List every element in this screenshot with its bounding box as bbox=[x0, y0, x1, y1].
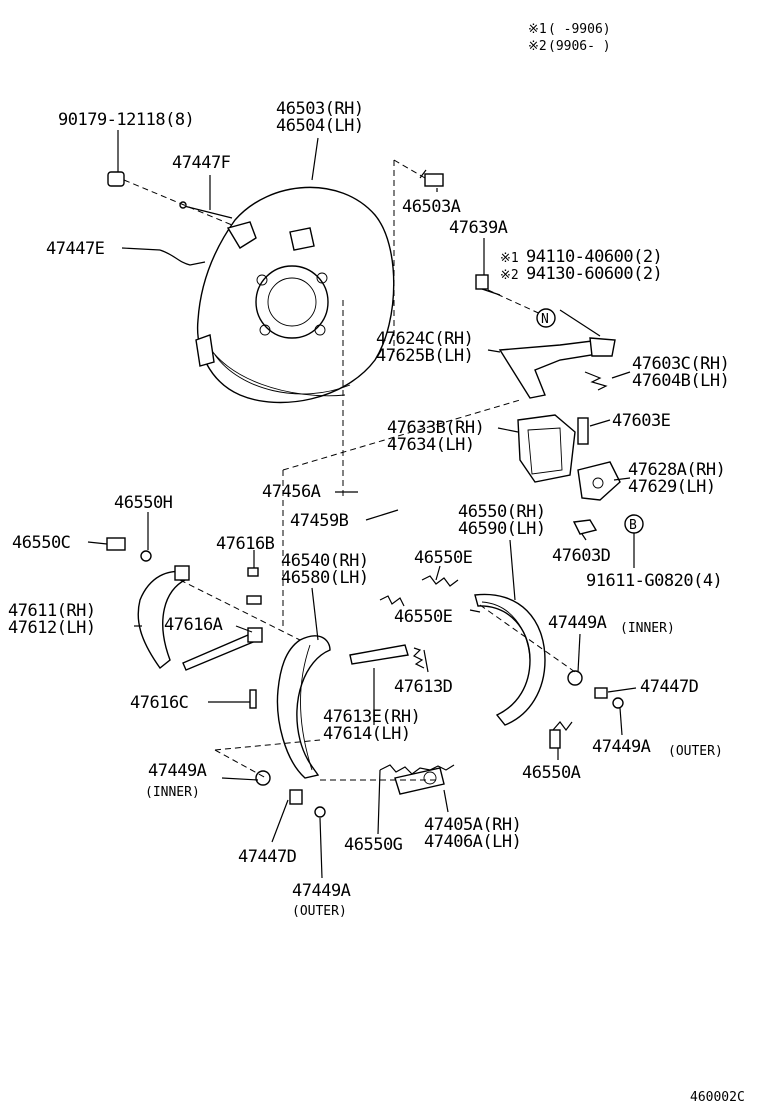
label-47447f: 47447F bbox=[172, 153, 231, 173]
label-47449a-inner-left: 47449A bbox=[148, 761, 207, 781]
reference-markers bbox=[536, 308, 644, 534]
label-94110-40600: 94110-40600(2) bbox=[526, 247, 662, 267]
leader-lines bbox=[87, 130, 637, 879]
label-47456a: 47456A bbox=[262, 482, 321, 502]
label-47613e-rh: 47613E(RH) bbox=[323, 707, 420, 727]
parking-lever-drawing bbox=[498, 337, 621, 535]
label-90179-12118: 90179-12118(8) bbox=[58, 110, 194, 130]
label-47624c-rh: 47624C(RH) bbox=[376, 329, 473, 349]
mark-1: ※1 bbox=[500, 251, 519, 266]
legend-range-2: (9906- ) bbox=[548, 39, 611, 54]
backing-plate-drawing bbox=[195, 186, 395, 404]
label-46503-rh: 46503(RH) bbox=[276, 99, 364, 119]
label-47603c-rh: 47603C(RH) bbox=[632, 354, 729, 374]
legend-mark-2: ※2 bbox=[528, 39, 547, 54]
ref-marker-n: N bbox=[541, 312, 549, 327]
label-46550-rh: 46550(RH) bbox=[458, 502, 546, 522]
lower-hardware-drawing bbox=[255, 764, 455, 818]
legend-range-1: ( -9906) bbox=[548, 22, 611, 37]
label-47447d-left: 47447D bbox=[238, 847, 297, 867]
label-outer-left: (OUTER) bbox=[292, 904, 347, 919]
label-outer-right: (OUTER) bbox=[668, 744, 723, 759]
label-47628a-rh: 47628A(RH) bbox=[628, 460, 725, 480]
label-47449a-inner-right: 47449A bbox=[548, 613, 607, 633]
label-47634-lh: 47634(LH) bbox=[387, 435, 475, 455]
right-shoe-drawing bbox=[474, 593, 624, 749]
label-47611-rh: 47611(RH) bbox=[8, 601, 96, 621]
label-47603d: 47603D bbox=[552, 546, 611, 566]
label-47639a: 47639A bbox=[449, 218, 508, 238]
label-46503a: 46503A bbox=[402, 197, 461, 217]
left-shoe-drawing bbox=[106, 537, 263, 709]
label-46580-lh: 46580(LH) bbox=[281, 568, 369, 588]
legend-mark-1: ※1 bbox=[528, 22, 547, 37]
label-46550c: 46550C bbox=[12, 533, 70, 553]
label-47625b-lh: 47625B(LH) bbox=[376, 346, 473, 366]
label-47616b: 47616B bbox=[216, 534, 275, 554]
label-47449a-outer-left: 47449A bbox=[292, 881, 351, 901]
label-inner-left: (INNER) bbox=[145, 785, 200, 800]
label-47629-lh: 47629(LH) bbox=[628, 477, 716, 497]
mark-2: ※2 bbox=[500, 268, 519, 283]
label-47459b: 47459B bbox=[290, 511, 349, 531]
figure-code: 460002C bbox=[690, 1090, 745, 1105]
label-46550h: 46550H bbox=[114, 493, 173, 513]
label-47449a-outer-right: 47449A bbox=[592, 737, 651, 757]
label-47447e: 47447E bbox=[46, 239, 105, 259]
label-47612-lh: 47612(LH) bbox=[8, 618, 96, 638]
label-inner-right: (INNER) bbox=[620, 621, 675, 636]
ref-marker-b: B bbox=[629, 518, 637, 533]
label-46550e-lower: 46550E bbox=[394, 607, 453, 627]
label-47616a: 47616A bbox=[164, 615, 223, 635]
label-46550g: 46550G bbox=[344, 835, 403, 855]
label-47633b-rh: 47633B(RH) bbox=[387, 418, 484, 438]
legend: ※1 ( -9906) ※2 (9906- ) bbox=[528, 22, 611, 54]
label-47616c: 47616C bbox=[130, 693, 188, 713]
label-94130-60600: 94130-60600(2) bbox=[526, 264, 662, 284]
label-47603e: 47603E bbox=[612, 411, 671, 431]
label-47406a-lh: 47406A(LH) bbox=[424, 832, 521, 852]
label-47604b-lh: 47604B(LH) bbox=[632, 371, 729, 391]
label-47447d-right: 47447D bbox=[640, 677, 699, 697]
label-47614-lh: 47614(LH) bbox=[323, 724, 411, 744]
label-46590-lh: 46590(LH) bbox=[458, 519, 546, 539]
label-46504-lh: 46504(LH) bbox=[276, 116, 364, 136]
assembly-dashed-lines bbox=[123, 159, 576, 781]
part-labels: 90179-12118(8) 46503(RH) 46504(LH) 47447… bbox=[8, 99, 745, 1105]
label-91611-g0820: 91611-G0820(4) bbox=[586, 571, 722, 591]
label-47613d: 47613D bbox=[394, 677, 453, 697]
label-46550a: 46550A bbox=[522, 763, 581, 783]
label-47405a-rh: 47405A(RH) bbox=[424, 815, 521, 835]
label-46540-rh: 46540(RH) bbox=[281, 551, 369, 571]
label-46550e-upper: 46550E bbox=[414, 548, 473, 568]
